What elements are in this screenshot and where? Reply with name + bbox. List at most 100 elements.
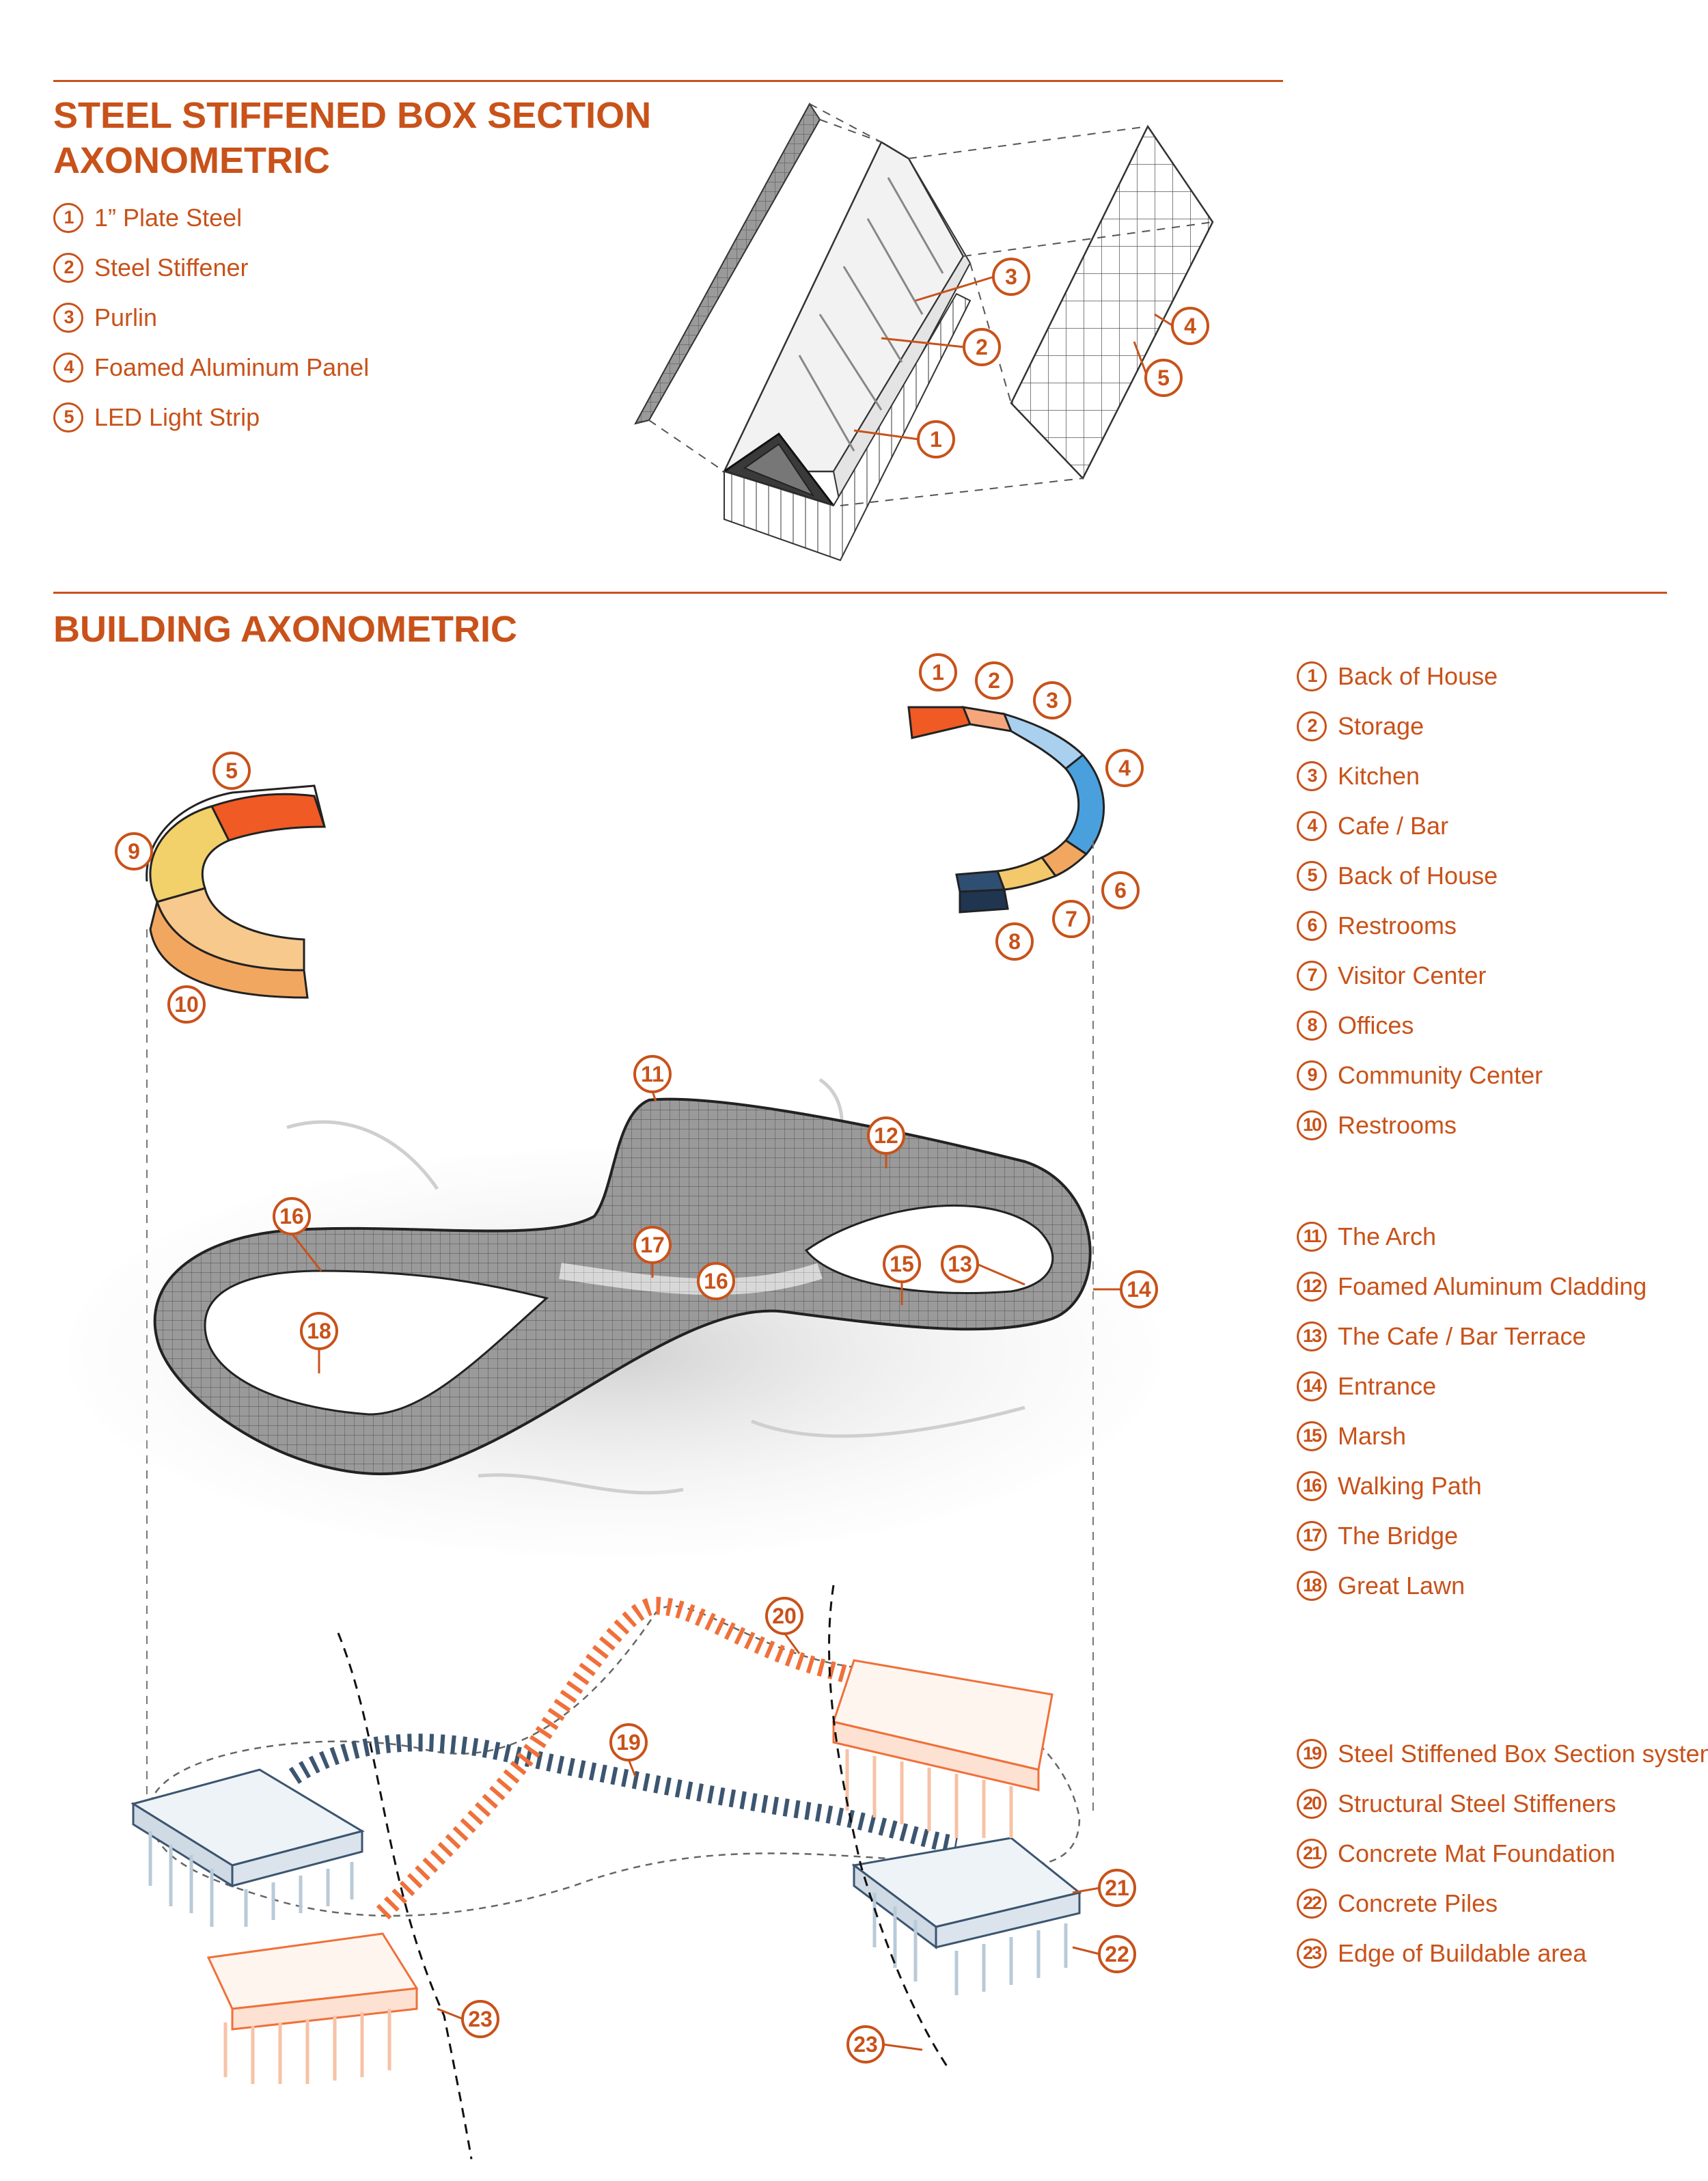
building-outline-dashed [149, 1605, 1081, 1917]
legend-number: 9 [1297, 1060, 1327, 1090]
callout-number: 6 [1114, 878, 1127, 903]
concrete-mat-foundation-upper-front [832, 1720, 1040, 1792]
callout-circle [633, 1055, 672, 1093]
box-section-side-face [832, 158, 972, 508]
community-center-side [156, 887, 305, 972]
callout-box-3: 3 [992, 258, 1030, 296]
legend-number: 2 [1297, 711, 1327, 741]
callout-number: 7 [1065, 907, 1077, 931]
callout-circle [1105, 749, 1144, 787]
callout-number: 21 [1105, 1876, 1129, 1900]
callout-number: 3 [1005, 264, 1017, 289]
legend-label: Cafe / Bar [1338, 811, 1449, 840]
legend-number: 23 [1297, 1938, 1327, 1969]
legend-label: Marsh [1338, 1421, 1407, 1450]
legend-number: 3 [1297, 760, 1327, 791]
program-arc-left [146, 784, 327, 999]
callout-circle [697, 1262, 735, 1300]
concrete-mat-foundation-lower-front [231, 1987, 418, 2031]
legend-number: 1 [53, 202, 83, 233]
legend-number: 18 [1297, 1570, 1327, 1601]
callout-number: 13 [948, 1252, 972, 1276]
callout-program-5: 5 [212, 752, 251, 790]
callout-number: 8 [1008, 929, 1021, 954]
callout-circle [992, 258, 1030, 296]
cafe-bar-block [1064, 753, 1105, 855]
callout-circle [115, 832, 153, 870]
callout-program-8: 8 [995, 922, 1034, 961]
legend-label: LED Light Strip [94, 402, 260, 431]
callout-number: 16 [279, 1204, 304, 1229]
concrete-piles-right [872, 1893, 1068, 1995]
callout-box-5: 5 [1144, 359, 1183, 397]
concrete-piles-upper [845, 1749, 1013, 1838]
structure-leader-lines [437, 1632, 1101, 2051]
concrete-mat-foundation-left-front [231, 1830, 363, 1887]
callout-circle [1098, 1869, 1136, 1907]
legend-number: 17 [1297, 1520, 1327, 1551]
callout-program-2: 2 [975, 661, 1013, 700]
callout-circle [1144, 359, 1183, 397]
box-section-drawing [634, 102, 1214, 562]
legend-label: Steel Stiffened Box Section system [1338, 1739, 1708, 1768]
legend-number: 13 [1297, 1321, 1327, 1352]
community-center-block [149, 805, 231, 903]
box-section-title-line1: STEEL STIFFENED BOX SECTION [53, 95, 652, 136]
building-axonometric-title: BUILDING AXONOMETRIC [53, 609, 517, 650]
structure-drawing [130, 1585, 1101, 2160]
callout-program-4: 4 [1105, 749, 1144, 787]
callout-circle [1120, 1270, 1158, 1308]
site-drawing [68, 1078, 1161, 1558]
callout-number: 4 [1184, 314, 1196, 338]
callout-number: 10 [174, 992, 199, 1017]
callout-circle [941, 1245, 979, 1283]
legend-number: 2 [53, 252, 83, 283]
legend-item: 20 Structural Steel Stiffeners [1297, 1779, 1708, 1828]
callout-structure-23: 23 [846, 2025, 885, 2063]
ribbon-inner-lawn-opening [204, 1270, 549, 1416]
callout-site-14: 14 [1120, 1270, 1158, 1308]
callout-number: 20 [772, 1604, 797, 1628]
kitchen-block [1002, 712, 1085, 771]
callout-circle [461, 2000, 499, 2038]
steel-stiffener-lines [798, 177, 944, 452]
offices-block [955, 870, 1006, 893]
legend-number: 4 [1297, 810, 1327, 841]
legend-label: Walking Path [1338, 1471, 1482, 1500]
callout-number: 3 [1046, 688, 1058, 713]
callout-circle [1033, 681, 1071, 719]
callout-circle [1052, 900, 1090, 938]
callout-circle [883, 1245, 921, 1283]
steel-box-section-system [288, 1733, 959, 1854]
callout-number: 5 [225, 758, 238, 783]
callout-site-17: 17 [633, 1226, 672, 1264]
legend-label: Storage [1338, 711, 1424, 740]
callout-circle [919, 653, 957, 691]
legend-label: Offices [1338, 1011, 1414, 1039]
legend-number: 20 [1297, 1788, 1327, 1819]
legend-label: Restrooms [1338, 1110, 1457, 1139]
legend-item: 4 Cafe / Bar [1297, 801, 1543, 851]
legend-number: 8 [1297, 1010, 1327, 1041]
callout-number: 15 [890, 1252, 914, 1276]
callout-structure-23: 23 [461, 2000, 499, 2038]
box-section-title-line2: AXONOMETRIC [53, 140, 330, 181]
callout-number: 16 [704, 1269, 728, 1293]
legend-label: Kitchen [1338, 761, 1420, 790]
legend-label: Structural Steel Stiffeners [1338, 1789, 1616, 1818]
callout-circle [273, 1197, 311, 1235]
